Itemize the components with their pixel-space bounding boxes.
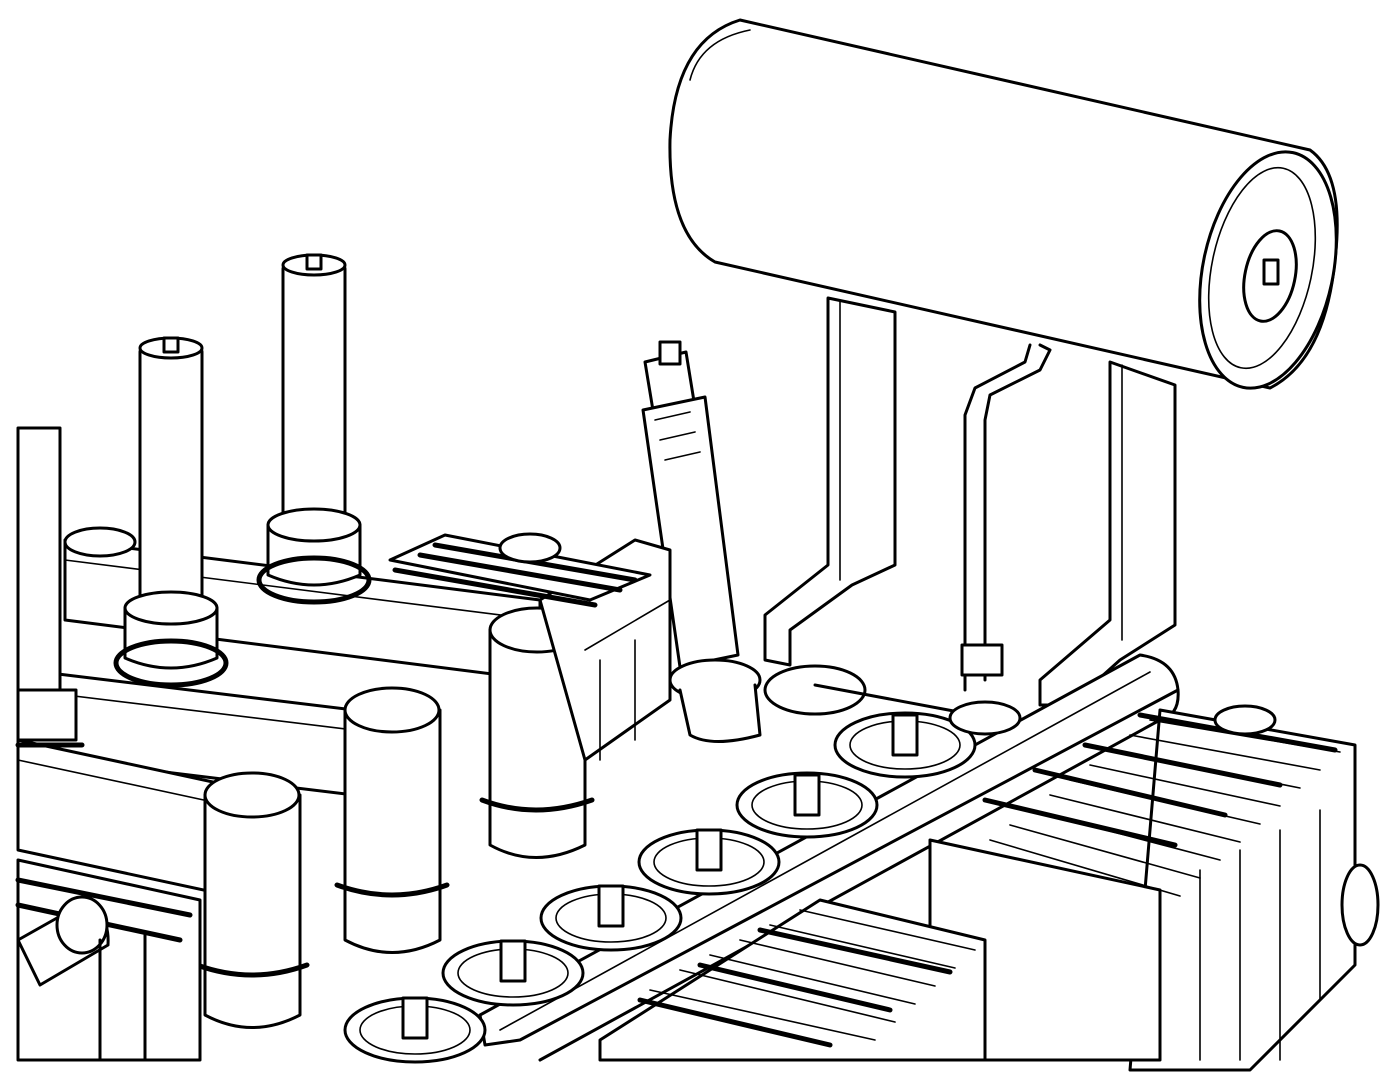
duct-column-3-band: [194, 962, 310, 978]
hv-bushing-1-base-top: [266, 507, 362, 543]
duct-column-2-top: [343, 686, 441, 734]
hv-bushing-3-base: [16, 688, 78, 742]
bus-duct-mid-edge: [24, 689, 396, 736]
radiator-fin-lines-2: [649, 909, 976, 1041]
radiator-fin-dark-2: [637, 927, 953, 1048]
radiator-block-1: [1128, 708, 1357, 1072]
duct-column-2-band: [334, 882, 450, 898]
duct-column-3-body: [203, 793, 302, 1029]
lv-bushing-3-stud: [695, 828, 723, 872]
rail-edge: [499, 671, 1151, 1031]
duct-column-1-body: [488, 628, 587, 859]
bus-duct-back-cap: [63, 526, 137, 558]
neutral-bushing: [641, 340, 762, 743]
hv-bushing-1-terminal: [305, 253, 323, 271]
lv-bushing-4-stud: [597, 884, 625, 928]
breather-pipe-outer: [983, 343, 1052, 682]
hv-bushing-2: [113, 336, 229, 688]
lv-bushing-6-stud: [401, 996, 429, 1040]
lv-bushing-5-stud: [499, 939, 527, 983]
duct-column-1-band: [479, 797, 595, 813]
lv-bushing-1: [833, 711, 977, 779]
hv-bushing-1-flange: [256, 555, 372, 605]
radiator-bank-right: [598, 704, 1380, 1072]
neutral-bushing-base: [678, 683, 762, 743]
conservator-body: [668, 18, 1339, 390]
lv-bushing-5: [441, 939, 585, 1007]
hv-bushing-2-terminal: [162, 336, 180, 354]
lv-bushing-2-stud: [793, 773, 821, 817]
lv-bushing-6: [343, 996, 487, 1064]
insulator-sheds: [654, 411, 701, 461]
lower-left-pipe-end: [55, 895, 109, 955]
rear-fin-cap: [498, 532, 562, 564]
hv-bushing-3-shaft: [16, 426, 62, 692]
lv-bushing-3: [637, 828, 781, 896]
breather-flange: [763, 664, 867, 716]
duct-column-3: [194, 771, 310, 1029]
duct-column-2-body: [343, 708, 442, 954]
duct-column-2: [334, 686, 450, 954]
end-cap-rim: [1207, 166, 1317, 370]
conservator-tank: [668, 18, 1339, 707]
radiator-panel-verticals: [1159, 809, 1321, 1061]
conservator-support-right: [1038, 360, 1177, 707]
hv-bushing-2-base-top: [123, 590, 219, 626]
hv-bushings: [15, 253, 372, 748]
radiator-header-cap: [1213, 704, 1277, 736]
breather-valve: [960, 643, 1004, 677]
lv-bushing-4: [539, 884, 683, 952]
breather-link-bar: [813, 683, 977, 717]
body-highlight: [689, 29, 751, 81]
neutral-bushing-terminal: [658, 340, 682, 366]
lv-bushing-2: [735, 771, 879, 839]
hv-bushing-1: [256, 253, 372, 605]
link-bar-flange: [948, 700, 1022, 736]
hv-bushing-1-shaft: [281, 263, 347, 527]
hv-bushing-2-shaft: [138, 346, 204, 610]
hv-bushing-3: [15, 426, 85, 748]
duct-column-3-top: [203, 771, 301, 819]
connector-box-lines: [584, 599, 671, 761]
radiator-side-cap: [1340, 863, 1380, 947]
hv-bushing-2-flange: [113, 638, 229, 688]
hv-bus-ducts: [16, 526, 672, 1029]
lv-bushings-row: [343, 664, 1022, 1064]
lower-left-piping: [15, 858, 202, 1062]
lower-left-posts: [98, 933, 147, 1062]
end-cap-plug: [1262, 258, 1280, 286]
breather-pipe-inner: [963, 343, 1032, 692]
lv-bushing-1-stud: [891, 713, 919, 757]
conservator-support-left: [763, 296, 897, 667]
